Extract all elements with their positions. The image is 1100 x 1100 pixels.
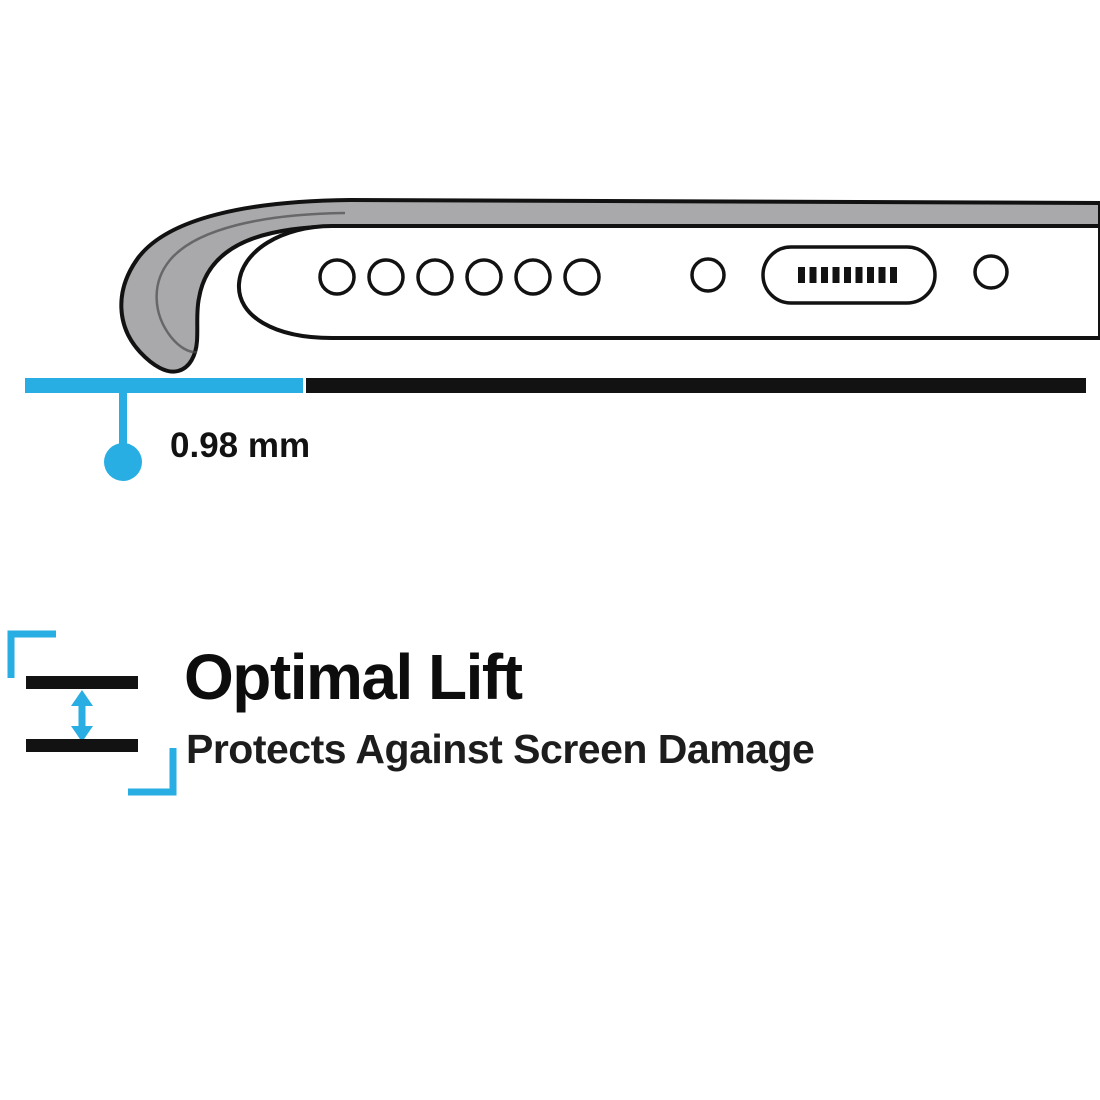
feature-title: Optimal Lift: [184, 641, 523, 713]
bracket-top-left-icon: [7, 630, 56, 678]
screw-hole-right: [973, 254, 1009, 290]
screw-hole-left: [690, 257, 726, 293]
screen-gap-bar-accent: [25, 378, 303, 393]
port-pins: [798, 267, 897, 283]
phone-edge-bar: [306, 378, 1086, 393]
feature-subtitle: Protects Against Screen Damage: [186, 726, 815, 772]
charging-port: [761, 245, 937, 305]
measurement-pointer: [104, 393, 142, 481]
lift-icon: [7, 630, 177, 796]
speaker-holes: [318, 258, 601, 296]
phone-case-illustration: [25, 198, 1100, 481]
lift-line-top: [26, 676, 138, 689]
vertical-arrow-icon: [71, 690, 93, 742]
case-shape: [119, 198, 1100, 374]
lift-line-bottom: [26, 739, 138, 752]
case-inner-line: [155, 211, 346, 354]
bracket-bottom-right-icon: [128, 748, 177, 796]
measurement-label: 0.98 mm: [170, 426, 311, 465]
